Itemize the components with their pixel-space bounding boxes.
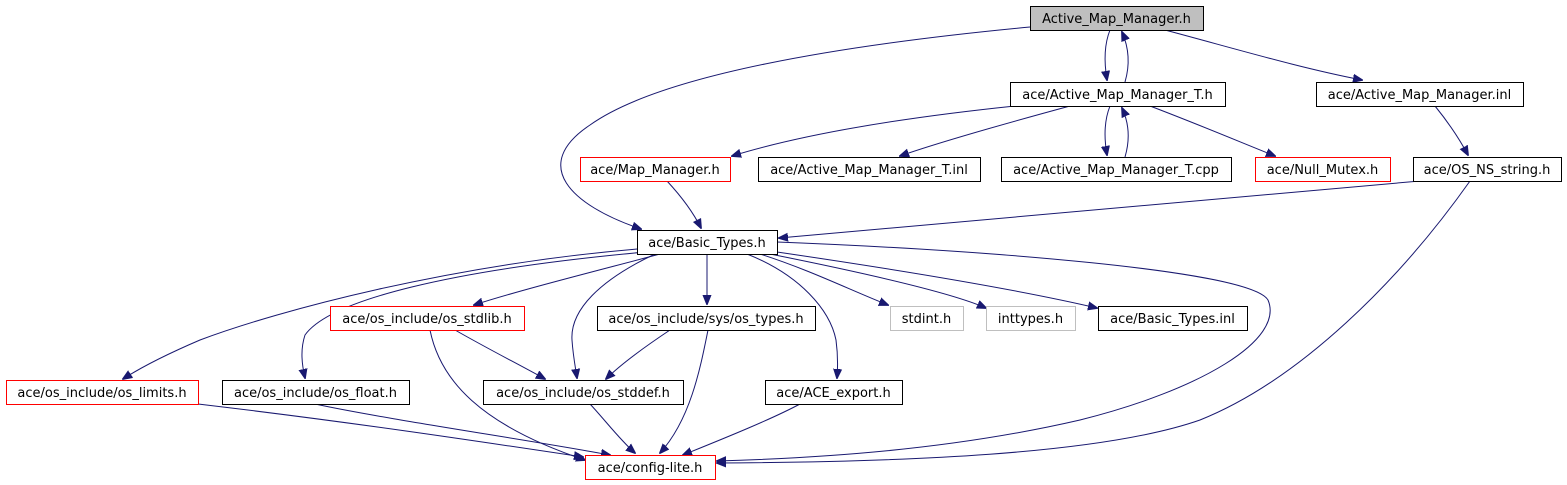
node-label: ace/os_include/os_limits.h: [17, 386, 186, 401]
node-label: ace/Basic_Types.h: [648, 236, 765, 251]
node-os-stdlib[interactable]: ace/os_include/os_stdlib.h: [330, 306, 525, 331]
edge-os_ns_string-to-config_lite: [717, 180, 1471, 463]
node-label: ace/Active_Map_Manager_T.inl: [770, 163, 968, 178]
node-amm-t-inl[interactable]: ace/Active_Map_Manager_T.inl: [758, 157, 981, 182]
edge-amm_t_h-to-amm_t_inl: [900, 105, 1071, 156]
node-os-ns-string[interactable]: ace/OS_NS_string.h: [1413, 157, 1562, 182]
edge-os_limits-to-config_lite: [197, 403, 583, 457]
edge-amm_t_h-to-amm_h: [1122, 32, 1128, 83]
edge-basic_types-to-stdint: [759, 253, 888, 305]
node-amm-h[interactable]: Active_Map_Manager.h: [1030, 6, 1204, 31]
edge-os_stddef-to-config_lite: [589, 403, 635, 453]
node-os-stddef[interactable]: ace/os_include/os_stddef.h: [483, 380, 684, 405]
edge-basic_types-to-os_stddef: [572, 253, 656, 378]
node-box: [1316, 82, 1524, 107]
edge-os_types-to-os_stddef: [606, 329, 671, 379]
node-label: Active_Map_Manager.h: [1042, 12, 1191, 27]
nodes-layer: Active_Map_Manager.h ace/Active_Map_Manag…: [6, 6, 1562, 480]
node-label: inttypes.h: [998, 312, 1063, 327]
node-basic-types[interactable]: ace/Basic_Types.h: [637, 230, 778, 255]
edge-ace_export-to-config_lite: [683, 403, 801, 455]
edge-os_ns_string-to-basic_types: [779, 180, 1421, 238]
node-ace-export[interactable]: ace/ACE_export.h: [765, 380, 903, 405]
node-box: [1255, 157, 1391, 182]
node-box: [1098, 306, 1248, 331]
node-config-lite[interactable]: ace/config-lite.h: [585, 455, 716, 480]
node-label: ace/config-lite.h: [598, 461, 703, 476]
node-label: ace/OS_NS_string.h: [1424, 163, 1551, 178]
node-stdint: stdint.h: [890, 306, 964, 331]
edge-amm_t_cpp-to-amm_t_h: [1122, 108, 1128, 158]
node-box: [765, 380, 903, 405]
edge-basic_types-to-basic_types_inl: [776, 251, 1097, 308]
node-box: [483, 380, 684, 405]
node-amm-inl[interactable]: ace/Active_Map_Manager.inl: [1316, 82, 1524, 107]
node-label: ace/Active_Map_Manager_T.h: [1022, 88, 1212, 103]
edge-os_stdlib-to-os_stddef: [454, 329, 545, 379]
node-box: [1413, 157, 1562, 182]
node-map-mgr[interactable]: ace/Map_Manager.h: [580, 157, 731, 182]
node-label: ace/Map_Manager.h: [590, 163, 720, 178]
node-label: ace/os_include/os_stddef.h: [496, 386, 670, 401]
edge-os_stdlib-to-config_lite: [429, 329, 585, 460]
node-box: [597, 306, 816, 331]
node-box: [986, 306, 1076, 331]
node-label: ace/Basic_Types.inl: [1110, 312, 1235, 327]
node-box: [1030, 6, 1204, 31]
node-basic-types-inl[interactable]: ace/Basic_Types.inl: [1098, 306, 1248, 331]
edges-layer: [123, 26, 1471, 463]
node-box: [637, 230, 778, 255]
node-amm-t-h[interactable]: ace/Active_Map_Manager_T.h: [1010, 82, 1226, 107]
node-os-limits[interactable]: ace/os_include/os_limits.h: [6, 380, 199, 405]
node-null-mutex[interactable]: ace/Null_Mutex.h: [1255, 157, 1391, 182]
node-label: ace/os_include/os_stdlib.h: [342, 312, 511, 327]
node-label: ace/Null_Mutex.h: [1267, 163, 1379, 178]
node-label: ace/Active_Map_Manager_T.cpp: [1013, 163, 1219, 178]
edge-amm_t_h-to-null_mutex: [1149, 105, 1275, 156]
node-box: [580, 157, 731, 182]
edge-amm_t_h-to-map_mgr: [732, 105, 1016, 156]
node-os-types[interactable]: ace/os_include/sys/os_types.h: [597, 306, 816, 331]
edge-amm_h-to-amm_inl: [1164, 29, 1362, 80]
node-label: stdint.h: [902, 312, 951, 327]
edge-basic_types-to-os_limits: [123, 248, 638, 379]
edge-basic_types-to-inttypes: [769, 253, 986, 308]
edge-amm_t_h-to-amm_t_cpp: [1105, 105, 1111, 155]
edge-os_types-to-config_lite: [660, 329, 709, 453]
node-box: [890, 306, 964, 331]
edge-basic_types-to-ace_export: [746, 253, 838, 378]
node-box: [585, 455, 716, 480]
node-label: ace/os_include/os_float.h: [234, 386, 397, 401]
edge-amm_inl-to-os_ns_string: [1434, 105, 1468, 155]
node-label: ace/Active_Map_Manager.inl: [1328, 88, 1512, 103]
edge-amm_h-to-basic_types: [560, 26, 1031, 229]
node-box: [758, 157, 981, 182]
edge-basic_types-to-config_lite: [717, 241, 1271, 461]
node-box: [6, 380, 199, 405]
node-label: ace/os_include/sys/os_types.h: [608, 312, 803, 327]
node-inttypes: inttypes.h: [986, 306, 1076, 331]
edge-os_float-to-config_lite: [314, 403, 610, 455]
node-box: [222, 380, 410, 405]
node-box: [330, 306, 525, 331]
node-os-float[interactable]: ace/os_include/os_float.h: [222, 380, 410, 405]
node-amm-t-cpp[interactable]: ace/Active_Map_Manager_T.cpp: [1001, 157, 1232, 182]
node-box: [1010, 82, 1226, 107]
edge-map_mgr-to-basic_types: [666, 180, 701, 228]
edge-basic_types-to-os_stdlib: [474, 253, 661, 305]
node-box: [1001, 157, 1232, 182]
node-label: ace/ACE_export.h: [776, 386, 890, 401]
edge-amm_h-to-amm_t_h: [1105, 29, 1111, 80]
